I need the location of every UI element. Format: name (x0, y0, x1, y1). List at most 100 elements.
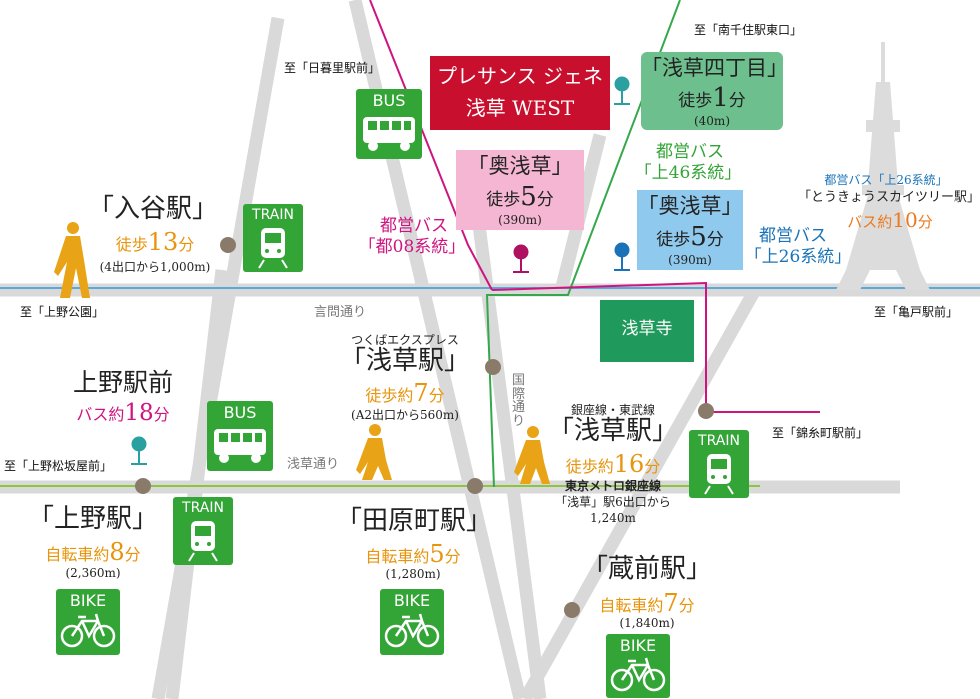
bus-icon (363, 117, 415, 151)
bus-route-label-26-line2: 「上26系統」 (744, 247, 852, 267)
bike-unit: 分 (444, 547, 461, 566)
bus-minutes: 10 (892, 208, 918, 232)
bus-badge-top: BUS (356, 89, 422, 159)
bus-stop-box-okuasakusa-blue: 「奥浅草」 徒歩5分 (390m) (637, 190, 743, 270)
bus-route-label-08-line1: 都営バス (380, 216, 448, 236)
bicycle-icon (384, 613, 440, 648)
walk-unit: 分 (428, 386, 445, 405)
bike-badge-label: BIKE (393, 591, 431, 610)
train-badge-ueno: TRAIN (173, 497, 233, 565)
walk-prefix: 徒歩約 (365, 386, 414, 405)
sensoji-box: 浅草寺 (600, 300, 694, 362)
station-line-asakusa-tx: つくばエクスプレス (351, 333, 459, 347)
bus-route-pink-line (369, 0, 493, 291)
station-sub-iriya: (4出口から1,000m) (99, 260, 211, 274)
station-sub2-asakusa-ginza: 「浅草」駅6出口から (555, 495, 671, 509)
bus-route-pink-line-east (491, 281, 820, 413)
bike-prefix: 自転車約 (365, 547, 430, 566)
walk-prefix: 徒歩 (678, 91, 713, 111)
destination-ueno-matsuzakaya: 至「上野松坂屋前」 (4, 459, 113, 473)
bus-stop-name: 「浅草四丁目」 (641, 56, 788, 80)
bus-stop-distance: (390m) (668, 253, 712, 267)
skytree-station-name: 「とうきょうスカイツリー駅」 (798, 190, 980, 205)
walk-unit: 分 (178, 235, 195, 254)
tx-line (485, 0, 681, 488)
train-icon (258, 228, 288, 269)
train-badge-iriya: TRAIN (243, 204, 303, 272)
train-badge-asakusa: TRAIN (689, 430, 749, 498)
destination-ueno-park: 至「上野公園」 (20, 305, 105, 319)
bike-minutes: 8 (109, 538, 125, 566)
bus-minutes: 18 (124, 400, 154, 426)
train-badge-label: TRAIN (252, 207, 294, 223)
station-sub-ueno: (2,360m) (65, 566, 121, 580)
destination-kameido: 至「亀戸駅前」 (874, 305, 959, 319)
bus-stop-pin-ueno (131, 436, 147, 465)
road-label-asakusa-dori: 浅草通り (287, 457, 340, 472)
walk-prefix: 徒歩約 (565, 457, 614, 476)
destination-nippori: 至「日暮里駅前」 (284, 61, 381, 75)
station-dot-ueno (135, 478, 151, 494)
walk-prefix: 徒歩 (115, 235, 148, 254)
walking-person-icon-iriya (54, 222, 90, 298)
bike-minutes: 7 (663, 589, 679, 617)
property-box: プレサンス ジェネ 浅草 WEST (430, 56, 610, 130)
skytree-route-label: 都営バス「上26系統」 (824, 173, 948, 187)
bike-badge-label: BIKE (619, 636, 657, 655)
bicycle-icon (610, 657, 666, 692)
station-name-iriya: 「入谷駅」 (87, 194, 218, 224)
bus-unit: 分 (917, 213, 933, 231)
bike-unit: 分 (124, 545, 141, 564)
station-name-asakusa-ginza: 「浅草駅」 (547, 416, 678, 446)
bus-route-label-46-line1: 都営バス (656, 142, 724, 162)
station-sub3-asakusa-ginza: 1,240m (590, 511, 636, 525)
train-icon (188, 521, 218, 562)
walking-person-icon-ginza (514, 426, 550, 484)
bus-stop-pin-okuasakusa-blue (614, 242, 630, 271)
bus-route-label-26-line1: 都営バス (759, 226, 827, 246)
station-sub-asakusa-tx: (A2出口から560m) (351, 408, 459, 422)
train-icon (704, 454, 734, 495)
bus-stop-pin-asakusa4 (614, 76, 630, 105)
property-name-line2: 浅草 WEST (465, 96, 575, 120)
bike-badge-kuramae: BIKE (606, 634, 670, 698)
walk-minutes: 1 (712, 83, 729, 113)
bus-stop-box-okuasakusa-pink: 「奥浅草」 徒歩5分 (390m) (456, 150, 584, 230)
walk-prefix: 徒歩 (656, 230, 691, 250)
bus-stop-distance: (390m) (498, 213, 542, 227)
bus-badge-label: BUS (223, 403, 257, 422)
walking-person-icon-tx (356, 424, 392, 480)
station-line-asakusa-ginza: 銀座線・東武線 (570, 403, 655, 417)
skytree-icon (836, 42, 930, 290)
walk-unit: 分 (644, 457, 661, 476)
bus-unit: 分 (153, 405, 170, 424)
walk-minutes: 5 (690, 222, 707, 252)
train-badge-label: TRAIN (182, 500, 224, 516)
bus-prefix: バス約 (847, 213, 893, 231)
bus-badge-middle: BUS (207, 401, 273, 471)
walk-minutes: 13 (147, 228, 179, 256)
walk-unit: 分 (728, 91, 746, 111)
station-name-ueno-ekimae: 上野駅前 (72, 368, 173, 397)
station-dot-kuramae (564, 602, 580, 618)
bus-stop-name: 「奥浅草」 (637, 194, 743, 218)
station-name-asakusa-tx: 「浅草駅」 (339, 346, 470, 376)
destination-minami-senju: 至「南千住駅東口」 (694, 23, 803, 37)
road-label-kokusai: 国際通り (512, 373, 526, 429)
station-name-ueno: 「上野駅」 (27, 504, 158, 534)
station-sub-tawaramachi: (1,280m) (385, 567, 441, 581)
bus-stop-box-asakusa4: 「浅草四丁目」 徒歩1分 (40m) (641, 52, 788, 130)
destination-kinshicho: 至「錦糸町駅前」 (772, 426, 869, 440)
station-dot-tawaramachi (467, 478, 483, 494)
train-badge-label: TRAIN (698, 433, 740, 449)
bus-badge-label: BUS (372, 91, 406, 110)
bike-badge-label: BIKE (69, 591, 107, 610)
walk-minutes: 5 (520, 182, 537, 212)
bike-unit: 分 (678, 596, 695, 615)
road-label-kototoi: 言問通り (314, 305, 367, 320)
walk-unit: 分 (536, 190, 554, 210)
station-sub-kuramae: (1,840m) (619, 616, 675, 630)
walk-minutes: 16 (613, 450, 645, 478)
station-dot-asakusa-tx (485, 359, 501, 375)
bus-route-label-08-line2: 「都08系統」 (358, 237, 466, 257)
